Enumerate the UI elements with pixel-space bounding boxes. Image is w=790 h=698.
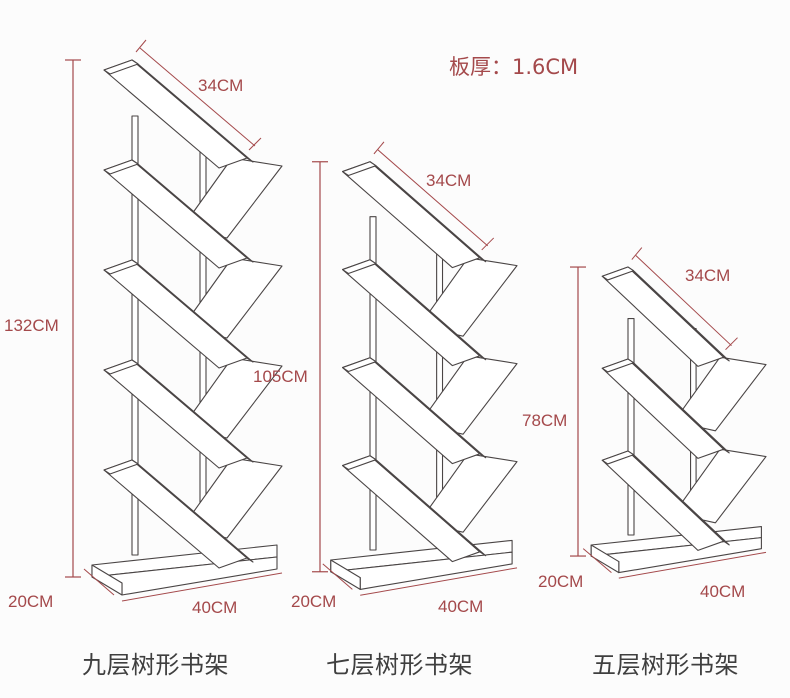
base-depth-dimension-line bbox=[322, 563, 353, 590]
right-shelf-arm bbox=[418, 257, 518, 337]
five-tier-shelf-length: 34CM bbox=[685, 266, 731, 285]
shelf-length-dimension-line bbox=[377, 149, 489, 247]
right-shelf-arm bbox=[418, 453, 518, 533]
left-shelf-arm-end bbox=[103, 259, 139, 275]
shelf-length-tick-end bbox=[725, 337, 738, 351]
nine-tier-height: 132CM bbox=[4, 316, 59, 335]
shelf-length-dimension-line bbox=[635, 255, 732, 347]
seven-tier-height: 105CM bbox=[253, 367, 308, 386]
five-tier-height: 78CM bbox=[522, 411, 568, 430]
five-tier-caption: 五层树形书架 bbox=[592, 651, 739, 679]
shelf-length-tick-start bbox=[631, 247, 643, 260]
right-shelf-arm bbox=[181, 157, 283, 239]
left-shelf-arm-end bbox=[601, 266, 635, 281]
left-shelf-arm-end bbox=[103, 459, 139, 475]
spine-panel bbox=[627, 318, 635, 536]
base-width-dimension-line bbox=[121, 572, 283, 602]
nine-tier-shelf-length: 34CM bbox=[198, 76, 244, 95]
right-shelf-arm bbox=[181, 457, 283, 539]
seven-tier-caption: 七层树形书架 bbox=[326, 651, 473, 679]
left-shelf-arm-end bbox=[342, 161, 377, 177]
nine-tier-caption: 九层树形书架 bbox=[82, 651, 229, 679]
seven-tier-base-width: 40CM bbox=[438, 597, 484, 616]
seven-tier-shelf-length: 34CM bbox=[426, 171, 472, 190]
base-width-dimension-line bbox=[618, 551, 767, 579]
board-thickness-value: 1.6CM bbox=[512, 55, 579, 79]
left-shelf-arm-end bbox=[103, 159, 139, 175]
board-thickness-label: 板厚：1.6CM bbox=[449, 51, 578, 81]
left-shelf-arm-end bbox=[342, 259, 377, 275]
nine-tier-base-width: 40CM bbox=[192, 598, 238, 617]
left-shelf-arm-end bbox=[342, 455, 377, 471]
left-shelf-arm-end bbox=[103, 59, 139, 75]
five-tier-shelf-drawing bbox=[570, 247, 767, 579]
board-thickness-caption: 板厚： bbox=[449, 55, 512, 79]
seven-tier-base-depth: 20CM bbox=[291, 592, 337, 611]
spine-panel bbox=[131, 115, 139, 556]
right-shelf-arm bbox=[181, 257, 283, 339]
five-tier-base-width: 40CM bbox=[700, 582, 746, 601]
shelf-length-tick-end bbox=[481, 237, 495, 251]
left-shelf-arm-end bbox=[103, 359, 139, 375]
left-shelf-arm-end bbox=[342, 357, 377, 373]
shelf-length-tick-start bbox=[373, 141, 385, 155]
base-depth-dimension-line bbox=[582, 548, 612, 573]
right-shelf-arm bbox=[673, 448, 767, 524]
shelf-length-tick-end bbox=[248, 137, 262, 151]
base-side-face bbox=[91, 564, 123, 596]
nine-tier-base-depth: 20CM bbox=[8, 592, 54, 611]
base-width-dimension-line bbox=[360, 567, 518, 596]
five-tier-base-depth: 20CM bbox=[538, 572, 584, 591]
nine-tier-shelf-drawing bbox=[65, 39, 283, 602]
right-shelf-arm bbox=[181, 357, 283, 439]
left-shelf-arm-end bbox=[601, 450, 635, 465]
seven-tier-shelf-drawing bbox=[312, 141, 518, 596]
shelf-length-dimension-line bbox=[139, 47, 256, 147]
base-side-face bbox=[590, 544, 620, 574]
base-side-face bbox=[330, 559, 361, 590]
right-shelf-arm bbox=[673, 356, 767, 432]
shelf-length-tick-start bbox=[135, 39, 147, 53]
right-shelf-arm bbox=[418, 355, 518, 435]
base-depth-dimension-line bbox=[83, 568, 115, 596]
left-shelf-arm-end bbox=[601, 358, 635, 373]
